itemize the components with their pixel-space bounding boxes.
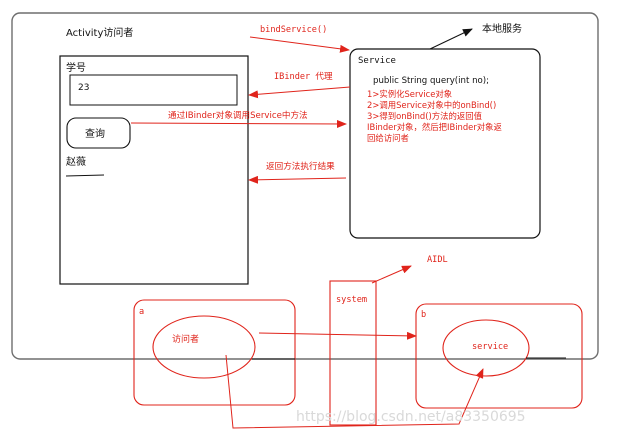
result-underline [65,174,105,177]
visitor-ellipse [152,315,256,379]
activity-title: Activity访问者 [66,26,133,39]
query-button-label: 查询 [85,127,105,140]
result-name: 赵薇 [66,155,86,168]
ibinder-proxy-arrow [248,86,351,99]
service-step-3: 3>得到onBind()方法的返回值 [367,111,483,121]
service-method: public String query(int no); [373,76,489,86]
service-panel [349,48,541,239]
bind-service-arrow [249,36,350,53]
system-label: system [336,295,367,305]
system-box [329,280,377,426]
process-b-box [415,303,583,409]
return-result-label: 返回方法执行结果 [266,160,335,172]
ibinder-proxy-label: IBinder 代理 [274,71,333,82]
outer-frame [11,12,599,360]
call-via-ibinder-arrow [130,119,347,128]
aidl-label: AIDL [427,255,448,265]
return-path-arrow [225,354,484,429]
student-id-input[interactable] [69,74,238,106]
student-id-label: 学号 [66,61,86,74]
service-ellipse-label: service [472,342,508,352]
visitor-label: 访问者 [172,333,199,345]
watermark-text: https://blog.csdn.net/a83350695 [296,409,526,425]
service-step-5: 回给访问者 [367,133,409,143]
local-service-label: 本地服务 [482,22,522,35]
service-step-2: 2>调用Service对象中的onBind() [367,100,496,110]
student-id-value: 23 [78,83,89,93]
service-title: Service [358,56,396,66]
service-step-1: 1>实例化Service对象 [367,89,452,99]
activity-panel [59,55,249,285]
process-b-label: b [421,310,426,320]
call-via-ibinder-label: 通过IBinder对象调用Service中方法 [168,109,308,121]
bind-service-label: bindService() [260,25,327,35]
process-a-box [133,299,296,406]
query-button[interactable] [66,117,131,149]
service-step-4: IBinder对象，然后把IBinder对象返 [367,122,503,132]
service-ellipse [442,319,530,377]
local-service-arrow [429,28,473,50]
aidl-arrow [371,265,412,284]
process-a-label: a [139,307,144,317]
return-result-arrow [248,175,347,184]
visitor-to-service-arrow [258,331,417,340]
